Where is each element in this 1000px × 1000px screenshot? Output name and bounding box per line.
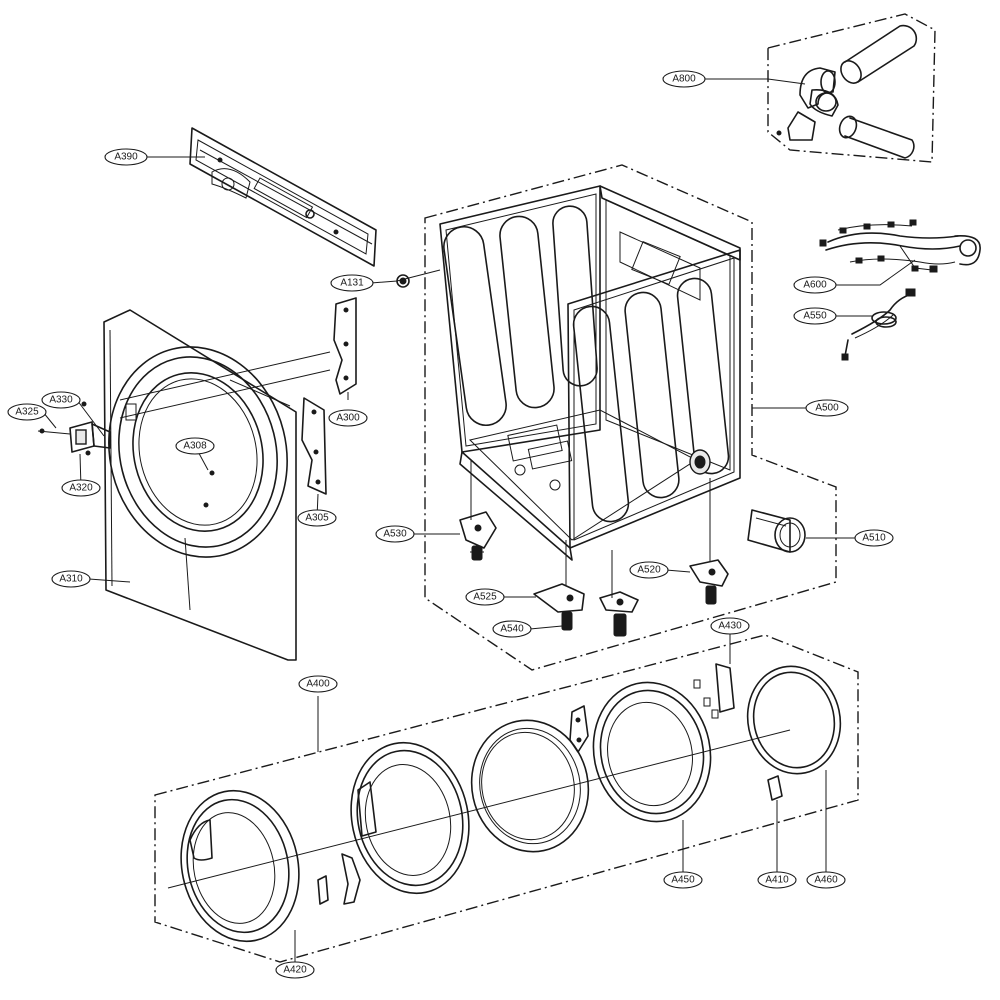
front-bracket-lower bbox=[301, 397, 327, 495]
svg-text:A520: A520 bbox=[637, 565, 661, 576]
svg-text:A400: A400 bbox=[306, 679, 330, 690]
callout-a420: A420 bbox=[275, 961, 315, 979]
svg-text:A390: A390 bbox=[114, 152, 138, 163]
callout-a550: A550 bbox=[793, 307, 837, 325]
svg-text:A410: A410 bbox=[765, 875, 789, 886]
leveling-foot-center-left bbox=[533, 583, 585, 631]
callout-a325: A325 bbox=[7, 403, 47, 421]
callout-a460: A460 bbox=[806, 871, 846, 889]
callout-a510: A510 bbox=[854, 529, 894, 547]
door-handle-parts bbox=[317, 853, 361, 905]
cabinet bbox=[439, 185, 741, 561]
door-inner-frame bbox=[350, 741, 470, 895]
callout-a305: A305 bbox=[297, 509, 337, 527]
leader-lines bbox=[42, 78, 916, 962]
svg-text:A460: A460 bbox=[814, 875, 838, 886]
leveling-foot-center bbox=[599, 591, 639, 637]
callout-a800: A800 bbox=[662, 70, 706, 88]
callout-a530: A530 bbox=[375, 525, 415, 543]
duct-sleeve bbox=[747, 509, 806, 553]
front-bracket-upper bbox=[333, 297, 357, 395]
front-panel bbox=[103, 309, 331, 661]
leveling-foot-left bbox=[459, 511, 497, 561]
svg-text:A550: A550 bbox=[803, 311, 827, 322]
svg-text:A330: A330 bbox=[49, 395, 73, 406]
door-assembly-axis bbox=[167, 729, 791, 889]
callout-a300: A300 bbox=[328, 409, 368, 427]
callout-a450: A450 bbox=[663, 871, 703, 889]
assembly-outline-a500 bbox=[424, 164, 837, 671]
callout-a500: A500 bbox=[805, 399, 849, 417]
assembly-outline-a800 bbox=[767, 13, 936, 163]
callout-a308: A308 bbox=[175, 437, 215, 455]
callout-a310: A310 bbox=[51, 570, 91, 588]
svg-text:A325: A325 bbox=[15, 407, 39, 418]
svg-text:A131: A131 bbox=[340, 278, 364, 289]
callout-a390: A390 bbox=[104, 148, 148, 166]
svg-text:A530: A530 bbox=[383, 529, 407, 540]
svg-text:A600: A600 bbox=[803, 280, 827, 291]
svg-text:A420: A420 bbox=[283, 965, 307, 976]
door-gasket bbox=[746, 665, 842, 775]
svg-text:A430: A430 bbox=[718, 621, 742, 632]
svg-text:A500: A500 bbox=[815, 403, 839, 414]
svg-text:A510: A510 bbox=[862, 533, 886, 544]
callout-a520: A520 bbox=[629, 561, 669, 579]
assembly-outline-a400 bbox=[154, 634, 859, 963]
power-cord bbox=[841, 288, 916, 361]
door-glass bbox=[470, 719, 590, 853]
svg-text:A800: A800 bbox=[672, 74, 696, 85]
leveling-foot-right bbox=[689, 559, 729, 605]
exhaust-duct-kit bbox=[776, 24, 918, 159]
door-outer-ring bbox=[180, 789, 300, 943]
svg-text:A320: A320 bbox=[69, 483, 93, 494]
svg-text:A300: A300 bbox=[336, 413, 360, 424]
svg-text:A450: A450 bbox=[671, 875, 695, 886]
callout-a131: A131 bbox=[330, 274, 374, 292]
svg-text:A308: A308 bbox=[183, 441, 207, 452]
callout-a525: A525 bbox=[465, 588, 505, 606]
control-panel-frame bbox=[189, 127, 377, 267]
door-hinge-bracket bbox=[569, 705, 589, 753]
svg-text:A540: A540 bbox=[500, 624, 524, 635]
callout-a540: A540 bbox=[492, 620, 532, 638]
door-latch-parts bbox=[693, 663, 783, 801]
callout-a330: A330 bbox=[41, 391, 81, 409]
door-hinge bbox=[37, 401, 111, 456]
callout-a410: A410 bbox=[757, 871, 797, 889]
svg-text:A525: A525 bbox=[473, 592, 497, 603]
svg-text:A310: A310 bbox=[59, 574, 83, 585]
svg-text:A305: A305 bbox=[305, 513, 329, 524]
wire-harness bbox=[819, 219, 981, 273]
callout-a400: A400 bbox=[298, 675, 338, 693]
callout-a320: A320 bbox=[61, 479, 101, 497]
callout-a430: A430 bbox=[710, 617, 750, 635]
callout-a600: A600 bbox=[793, 276, 837, 294]
door-liner-ring bbox=[592, 681, 712, 823]
